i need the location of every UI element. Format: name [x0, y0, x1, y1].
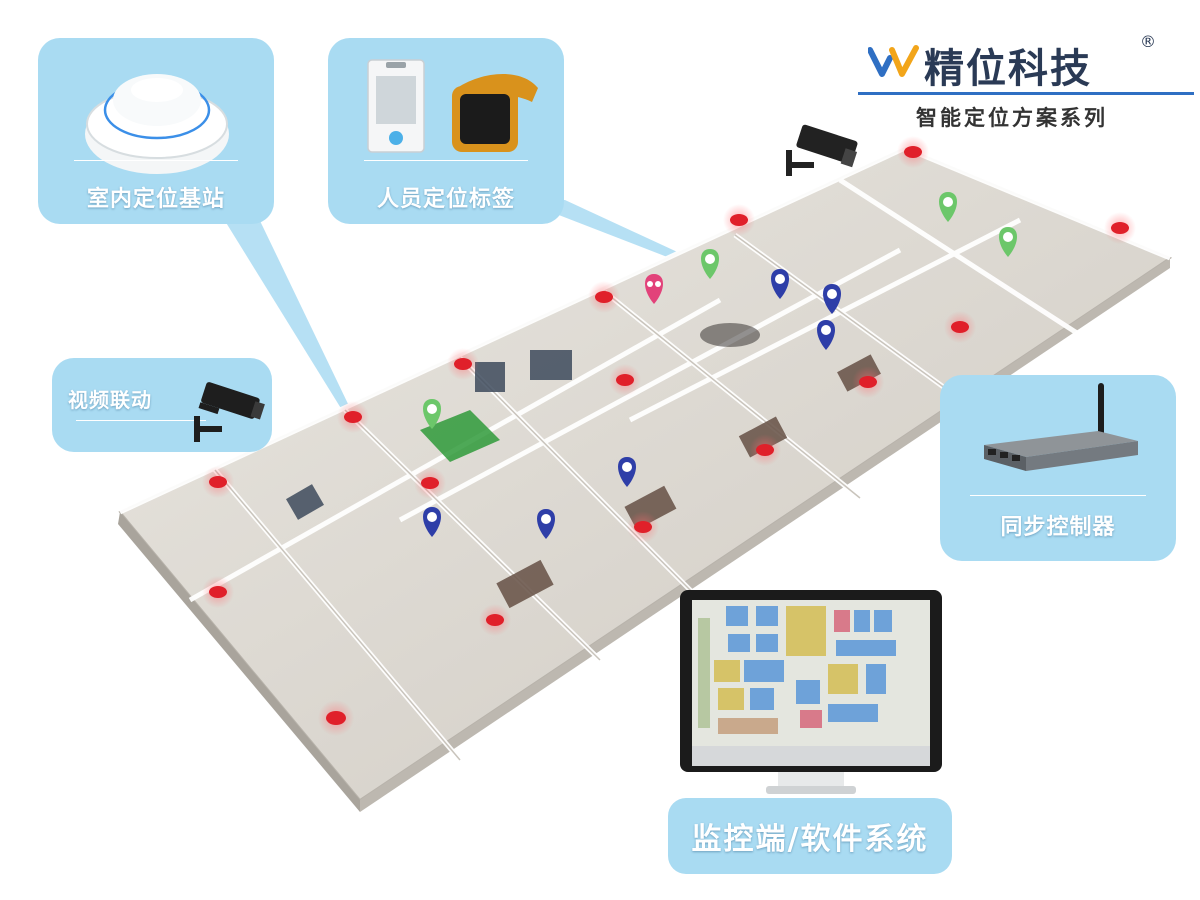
callout-base-station: 室内定位基站 [38, 38, 274, 224]
brand-subtitle: 智能定位方案系列 [916, 106, 1108, 130]
tag-pointer [520, 200, 712, 272]
callout-personnel-tag: 人员定位标签 [328, 38, 564, 224]
beacon-2 [337, 401, 369, 433]
registered-mark: ® [1140, 32, 1156, 51]
pin-blue-1 [423, 507, 441, 537]
beacon-13 [749, 434, 781, 466]
brand-divider [858, 92, 1194, 95]
dome-base-station-icon [85, 74, 229, 174]
beacon-6 [897, 136, 929, 168]
brand-title: 精位科技 [924, 46, 1092, 92]
beacon-12 [852, 366, 884, 398]
beacon-1 [202, 466, 234, 498]
beacon-4 [588, 281, 620, 313]
router-antenna-icon [984, 383, 1138, 471]
beacon-7 [1104, 212, 1136, 244]
brand-header: 精位科技 ® 智能定位方案系列 [858, 30, 1194, 130]
pin-pink-1 [645, 274, 663, 304]
location-pins [423, 192, 1017, 539]
beacon-14 [627, 511, 659, 543]
beacon-15 [479, 604, 511, 636]
base-station-pointer [212, 200, 350, 410]
callout-sync-controller-label: 同步控制器 [1000, 515, 1116, 540]
badge-and-watch-tag-icon [367, 59, 538, 153]
pin-green-1 [423, 399, 441, 429]
pin-blue-4 [771, 269, 789, 299]
pin-blue-2 [537, 509, 555, 539]
monitor-map-icon [680, 590, 942, 794]
pin-blue-6 [817, 320, 835, 350]
ceiling-camera-icon [786, 124, 858, 176]
card-rule [76, 420, 206, 421]
callout-personnel-tag-label: 人员定位标签 [376, 187, 515, 212]
callout-video-linkage: 视频联动 [52, 358, 272, 452]
pin-green-2 [701, 249, 719, 279]
beacon-8 [944, 311, 976, 343]
beacon-markers [202, 136, 1136, 736]
brand-logo-icon [868, 45, 919, 77]
card-rule [970, 495, 1146, 496]
beacon-16 [318, 700, 354, 736]
callout-monitoring: 监控端/软件系统 [668, 798, 952, 874]
beacon-9 [202, 576, 234, 608]
beacon-11 [609, 364, 641, 396]
callout-sync-controller: 同步控制器 [940, 375, 1176, 561]
pin-green-3 [939, 192, 957, 222]
pin-blue-5 [823, 284, 841, 314]
beacon-5 [723, 204, 755, 236]
callout-video-linkage-label: 视频联动 [68, 388, 152, 412]
callout-base-station-label: 室内定位基站 [86, 187, 225, 212]
callout-monitoring-label: 监控端/软件系统 [691, 822, 929, 857]
beacon-3 [447, 348, 479, 380]
card-rule [364, 160, 528, 161]
card-rule [74, 160, 238, 161]
pin-blue-3 [618, 457, 636, 487]
pin-green-4 [999, 227, 1017, 257]
beacon-10 [414, 467, 446, 499]
cctv-camera-icon [194, 382, 265, 442]
